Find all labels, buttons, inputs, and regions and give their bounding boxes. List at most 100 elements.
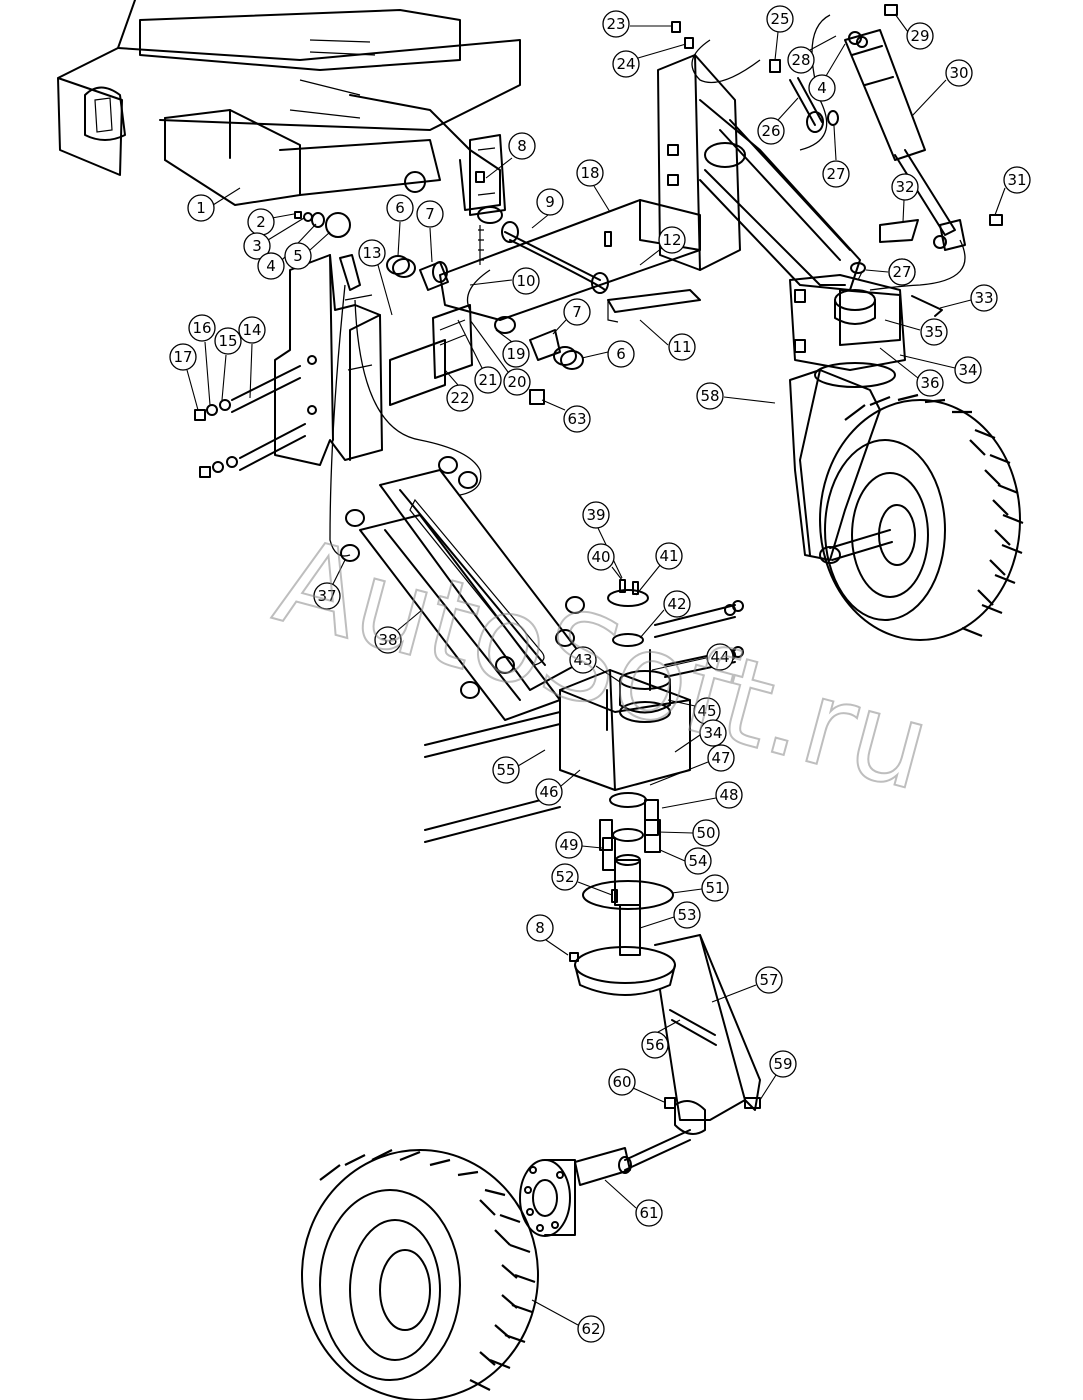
callout-57: 57 [711, 966, 783, 1003]
callout-43: 43 [569, 646, 621, 683]
svg-text:35: 35 [924, 323, 943, 341]
callout-20: 20 [469, 319, 531, 396]
callout-35: 35 [884, 318, 948, 346]
lower-caster-fork [569, 934, 761, 1174]
svg-text:62: 62 [581, 1320, 600, 1338]
small-hardware-left [294, 211, 584, 370]
callout-15: 15 [214, 327, 242, 401]
svg-text:30: 30 [949, 64, 968, 82]
svg-text:4: 4 [266, 257, 276, 275]
callout-2: 2 [247, 208, 295, 236]
callout-12: 12 [639, 226, 686, 266]
callout-49: 49 [555, 831, 603, 859]
svg-text:59: 59 [773, 1055, 792, 1073]
svg-text:36: 36 [920, 374, 939, 392]
svg-text:40: 40 [591, 548, 610, 566]
svg-text:32: 32 [895, 178, 914, 196]
callout-6-lower: 6 [581, 340, 635, 368]
callout-18: 18 [576, 159, 611, 213]
callout-28: 28 [787, 35, 837, 74]
callout-7-lower: 7 [552, 298, 591, 335]
callout-1: 1 [187, 187, 241, 222]
svg-text:18: 18 [580, 164, 599, 182]
main-frame [57, 0, 521, 224]
callout-32: 32 [891, 173, 919, 223]
svg-text:60: 60 [612, 1073, 631, 1091]
svg-text:38: 38 [378, 631, 397, 649]
callout-51: 51 [671, 874, 729, 902]
callout-27-right-2: 27 [865, 258, 916, 286]
svg-text:53: 53 [677, 906, 696, 924]
callout-19: 19 [495, 329, 530, 368]
callout-31: 31 [994, 166, 1031, 216]
caster-swivel-housing [424, 579, 744, 956]
callout-46: 46 [535, 769, 581, 806]
callout-22: 22 [444, 369, 474, 412]
left-mount-bracket [194, 254, 545, 478]
callout-10: 10 [469, 267, 540, 295]
callout-30: 30 [911, 59, 973, 117]
svg-text:16: 16 [192, 319, 211, 337]
svg-text:13: 13 [362, 244, 381, 262]
callout-27-upper: 27 [822, 125, 850, 188]
callout-63: 63 [541, 399, 591, 433]
callout-13: 13 [358, 239, 393, 316]
svg-text:45: 45 [697, 702, 716, 720]
callout-7-upper: 7 [416, 200, 444, 263]
callout-17: 17 [169, 343, 199, 411]
callout-41: 41 [635, 542, 683, 596]
svg-text:41: 41 [659, 547, 678, 565]
svg-text:26: 26 [761, 122, 780, 140]
svg-text:46: 46 [539, 783, 558, 801]
svg-text:43: 43 [573, 651, 592, 669]
svg-text:57: 57 [759, 971, 778, 989]
svg-text:2: 2 [256, 213, 266, 231]
callout-40: 40 [587, 543, 623, 581]
callout-59: 59 [759, 1050, 797, 1101]
callout-44: 44 [651, 643, 734, 671]
svg-text:8: 8 [517, 137, 527, 155]
svg-text:54: 54 [688, 852, 707, 870]
callout-4: 4 [257, 223, 317, 280]
callout-23: 23 [602, 10, 672, 38]
svg-text:29: 29 [910, 27, 929, 45]
callout-14: 14 [238, 316, 266, 399]
svg-text:34: 34 [958, 361, 977, 379]
svg-text:10: 10 [516, 272, 535, 290]
svg-text:50: 50 [696, 824, 715, 842]
svg-text:27: 27 [892, 263, 911, 281]
lower-wheel [301, 1149, 539, 1400]
svg-text:7: 7 [425, 205, 435, 223]
callout-50: 50 [657, 819, 720, 847]
svg-text:5: 5 [293, 247, 303, 265]
svg-text:7: 7 [572, 303, 582, 321]
svg-text:37: 37 [317, 587, 336, 605]
svg-text:58: 58 [700, 387, 719, 405]
upper-right-arm [657, 54, 906, 388]
callout-54: 54 [659, 847, 712, 875]
svg-text:42: 42 [667, 595, 686, 613]
svg-text:34: 34 [703, 724, 722, 742]
svg-text:22: 22 [450, 389, 469, 407]
svg-text:1: 1 [196, 199, 206, 217]
svg-text:47: 47 [711, 749, 730, 767]
callout-34-lower: 34 [674, 719, 727, 753]
callout-6-upper: 6 [386, 194, 414, 257]
svg-text:56: 56 [645, 1036, 664, 1054]
callout-3: 3 [243, 217, 305, 260]
svg-text:23: 23 [606, 15, 625, 33]
callout-62: 62 [531, 1299, 605, 1343]
svg-text:6: 6 [395, 199, 405, 217]
svg-text:15: 15 [218, 332, 237, 350]
svg-text:3: 3 [252, 237, 262, 255]
svg-text:11: 11 [672, 338, 691, 356]
callout-36: 36 [879, 347, 944, 397]
svg-text:48: 48 [719, 786, 738, 804]
svg-text:49: 49 [559, 836, 578, 854]
svg-text:25: 25 [770, 10, 789, 28]
callout-24: 24 [612, 43, 687, 78]
callout-8-upper: 8 [485, 132, 536, 179]
svg-text:8: 8 [535, 919, 545, 937]
callout-group: 1 2 3 4 5 6 7 8 9 10 11 12 13 14 15 16 1… [169, 5, 1031, 1343]
